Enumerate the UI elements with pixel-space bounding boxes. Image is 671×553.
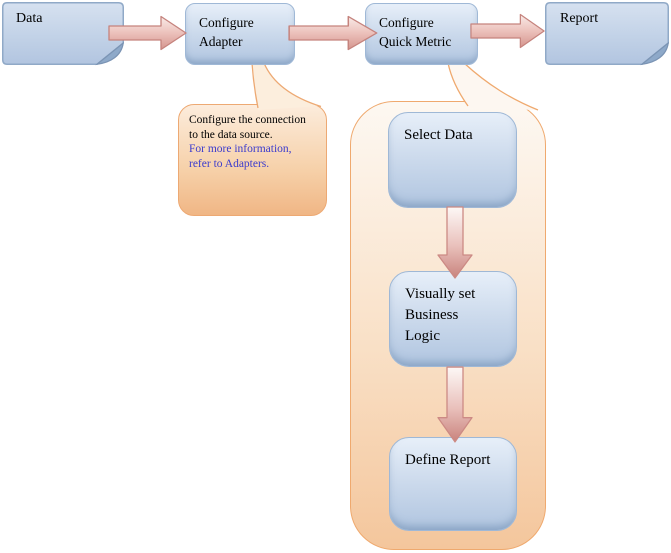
report-document-shape <box>545 2 670 66</box>
adapter-note-callout: Configure the connection to the data sou… <box>178 104 327 216</box>
step-label-line: Business <box>405 307 459 323</box>
node-configure-quick-metric: Configure Quick Metric <box>365 3 478 65</box>
adapter-note-link[interactable]: For more information, <box>189 143 292 155</box>
adapter-note-line: to the data source. <box>189 128 273 141</box>
step-label-line: Logic <box>405 328 440 344</box>
step-label-line: Visually set <box>405 286 476 302</box>
folded-corner <box>639 41 670 66</box>
step-business-logic: Visually set Business Logic <box>389 271 517 367</box>
step-label: Define Report <box>405 452 491 468</box>
adapter-note-line: Configure the connection <box>189 114 306 126</box>
step-define-report: Define Report <box>389 437 517 531</box>
adapter-callout-tail <box>251 62 322 110</box>
arrow-quick-metric-to-report <box>470 13 545 49</box>
node-label-line: Configure <box>199 15 254 30</box>
adapters-hyperlink[interactable]: refer to Adapters. <box>189 157 270 170</box>
step-select-data: Select Data <box>388 112 517 208</box>
node-data-label: Data <box>16 11 43 26</box>
node-label-line: Quick Metric <box>379 34 452 49</box>
node-configure-adapter: Configure Adapter <box>185 3 295 65</box>
node-report-label: Report <box>560 11 599 26</box>
step-label: Select Data <box>404 127 473 143</box>
node-label-line: Adapter <box>199 34 243 49</box>
node-label-line: Configure <box>379 15 434 30</box>
